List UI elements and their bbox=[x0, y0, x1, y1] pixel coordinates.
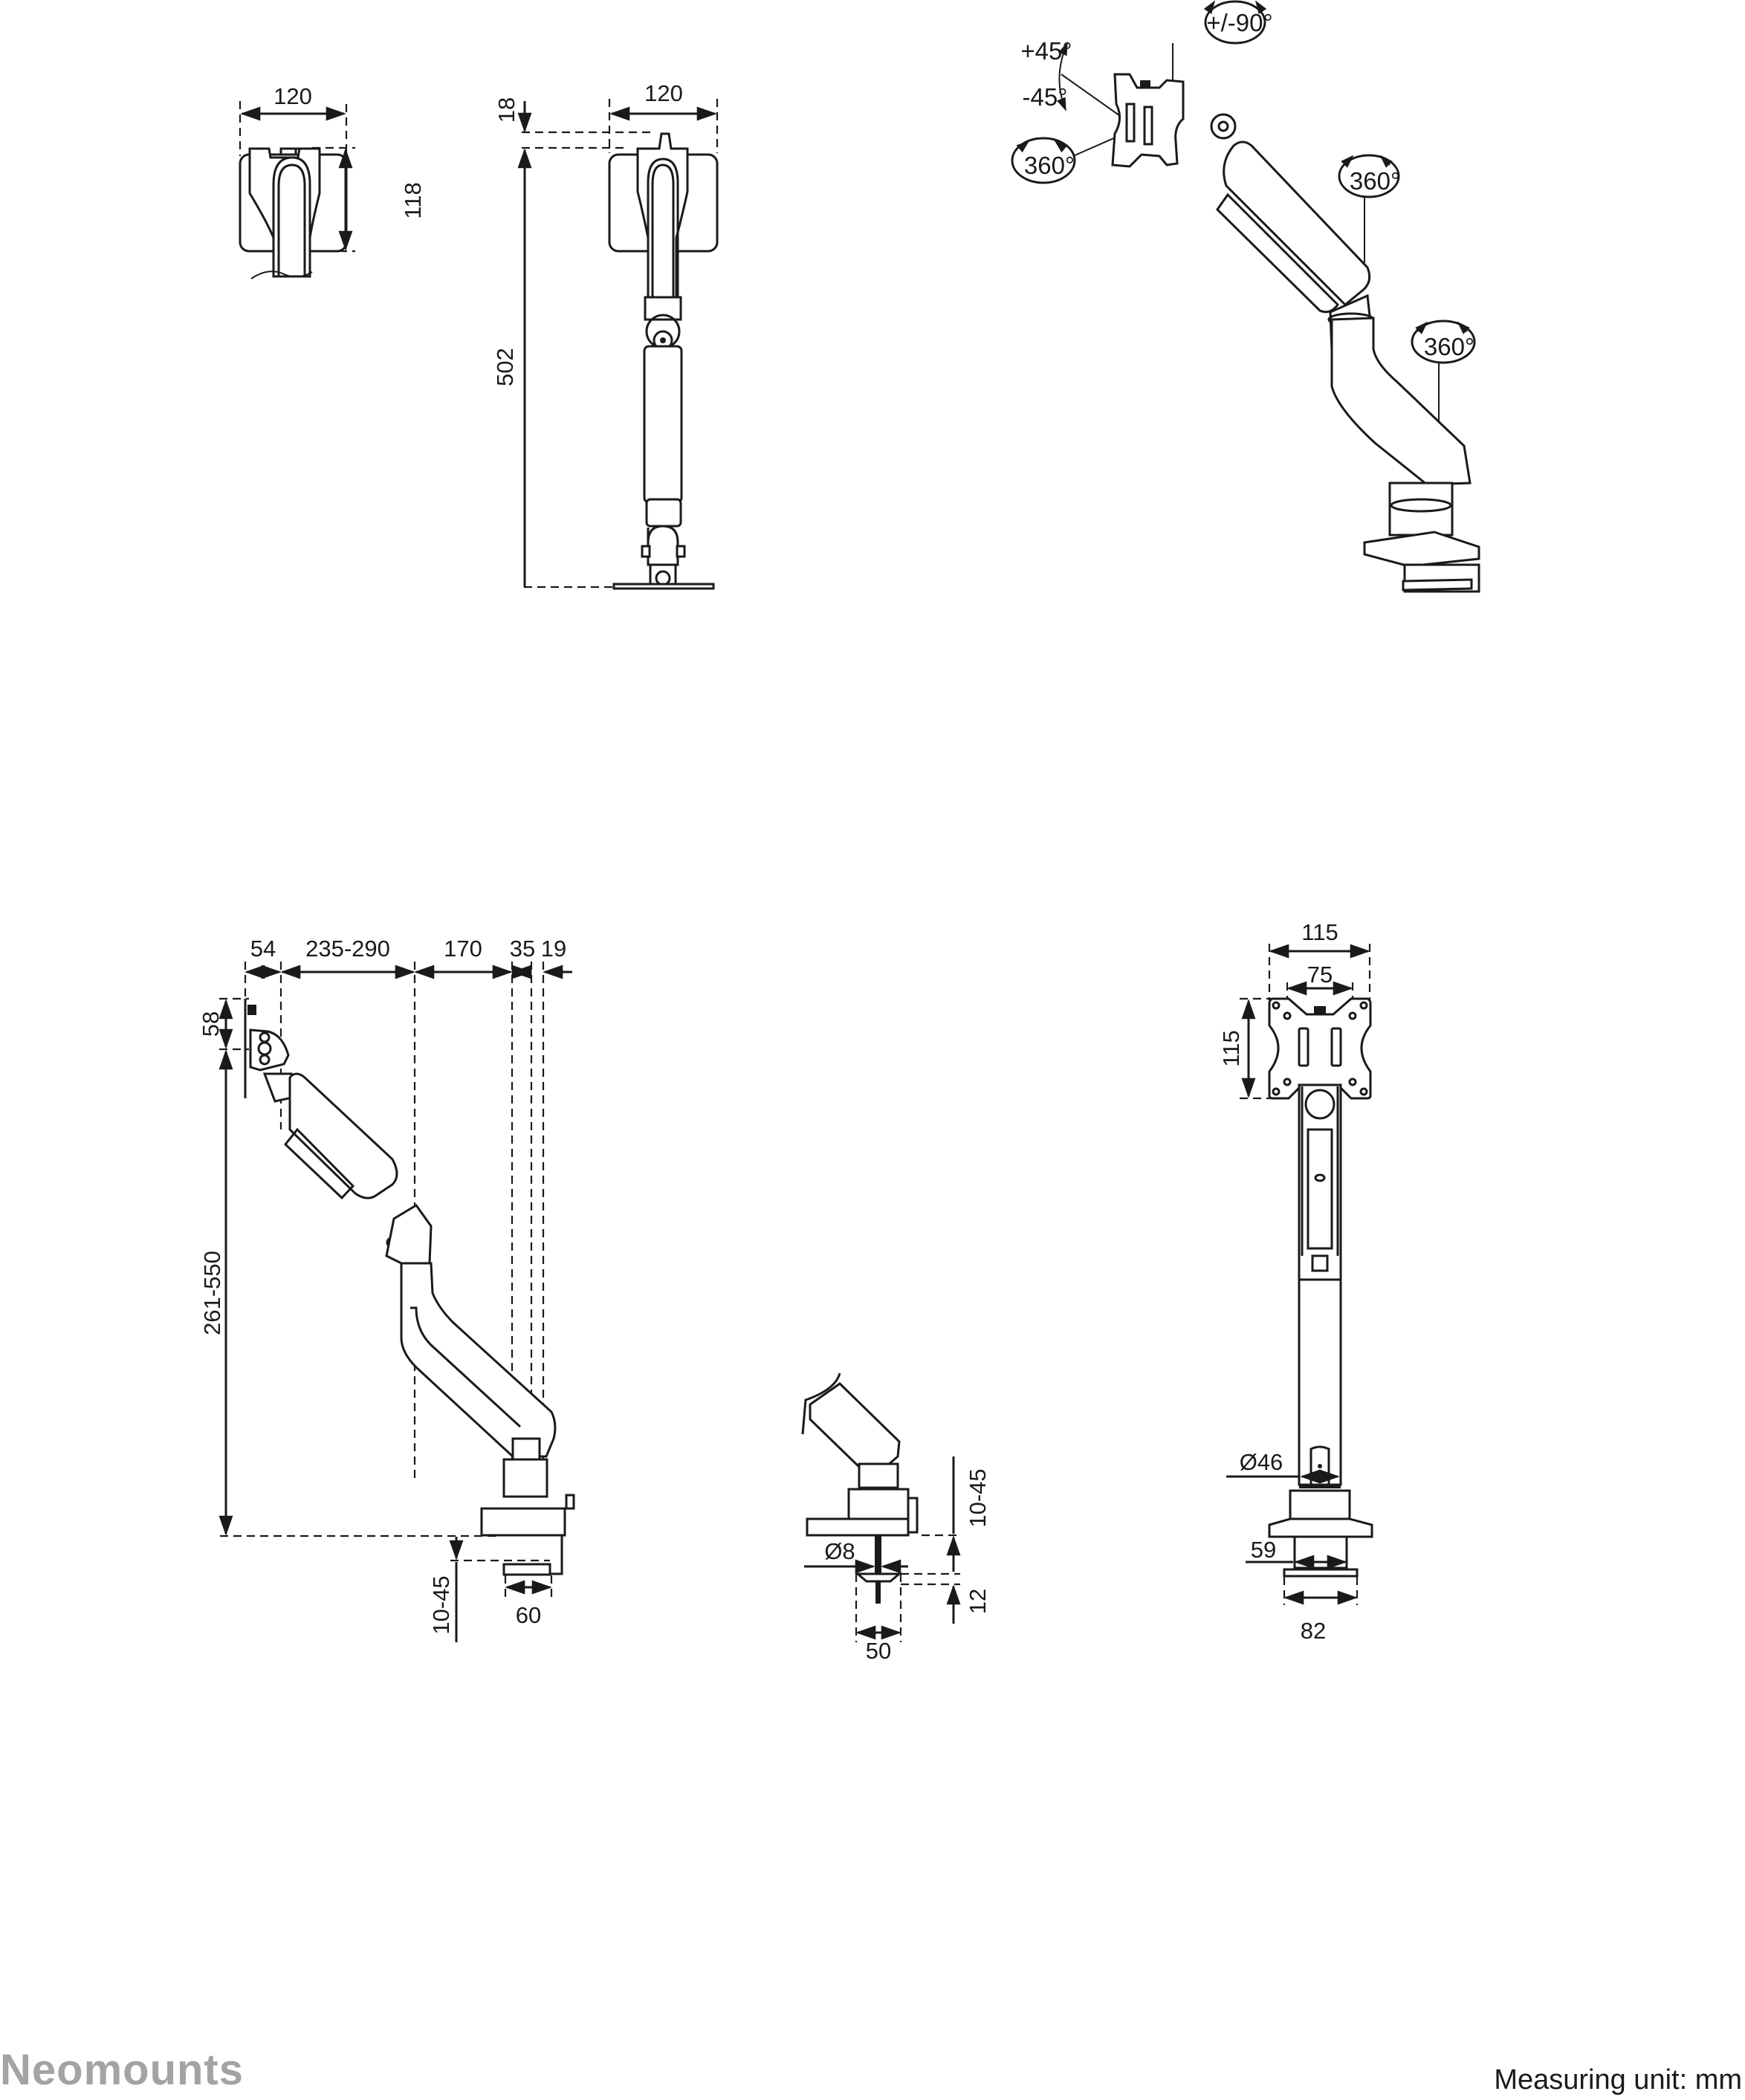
dim-desk-10-45b: 10-45 bbox=[965, 1468, 991, 1527]
dim-plate-height-115: 115 bbox=[1218, 1030, 1244, 1066]
view-front-elevation: 115 75 115 Ø46 bbox=[1218, 919, 1373, 1644]
label-swivel-head: 360° bbox=[1024, 152, 1075, 179]
dim-pole-46: Ø46 bbox=[1240, 1449, 1283, 1475]
dim-reach-235-290: 235-290 bbox=[305, 936, 390, 962]
label-rotation: +/-90° bbox=[1206, 9, 1272, 36]
view-grommet-detail: 10-45 12 Ø8 50 bbox=[801, 1373, 991, 1664]
dim-plate-12: 12 bbox=[965, 1589, 991, 1614]
measuring-unit-note: Measuring unit: mm bbox=[1494, 2064, 1742, 2096]
dim-height-118: 118 bbox=[400, 182, 426, 218]
brand-logo: Neomounts bbox=[0, 2046, 244, 2094]
dim-clamp-82: 82 bbox=[1301, 1618, 1326, 1644]
view-perspective: +/-90° +45° -45° 360° 360° 360° bbox=[1011, 0, 1480, 593]
dim-height-502: 502 bbox=[492, 348, 518, 386]
dim-height-261-550: 261-550 bbox=[199, 1251, 225, 1335]
dim-clamp-60: 60 bbox=[516, 1602, 541, 1628]
dim-plate-width-115: 115 bbox=[1301, 919, 1338, 945]
dim-reach-170: 170 bbox=[444, 936, 482, 962]
dim-reach-35: 35 bbox=[510, 936, 535, 962]
dim-reach-19: 19 bbox=[541, 936, 566, 962]
dim-plate-50: 50 bbox=[866, 1638, 891, 1664]
label-swivel-elbow: 360° bbox=[1350, 167, 1400, 195]
dim-desk-10-45: 10-45 bbox=[428, 1575, 454, 1634]
dim-width-120b: 120 bbox=[644, 80, 683, 106]
dim-reach-54: 54 bbox=[250, 936, 276, 962]
dim-width-120: 120 bbox=[273, 83, 312, 109]
label-swivel-base: 360° bbox=[1424, 333, 1474, 360]
dim-vesa-75: 75 bbox=[1307, 962, 1333, 988]
dim-bolt-8: Ø8 bbox=[824, 1538, 855, 1564]
view-side-elevation: 54 235-290 170 35 19 58 261-550 bbox=[198, 936, 575, 1642]
view-monitor-top: 120 118 bbox=[239, 83, 426, 279]
dim-offset-18: 18 bbox=[493, 97, 519, 123]
view-side-profile: 18 502 120 bbox=[492, 80, 719, 590]
dim-neck-59: 59 bbox=[1251, 1537, 1276, 1563]
dim-head-58: 58 bbox=[198, 1011, 224, 1037]
